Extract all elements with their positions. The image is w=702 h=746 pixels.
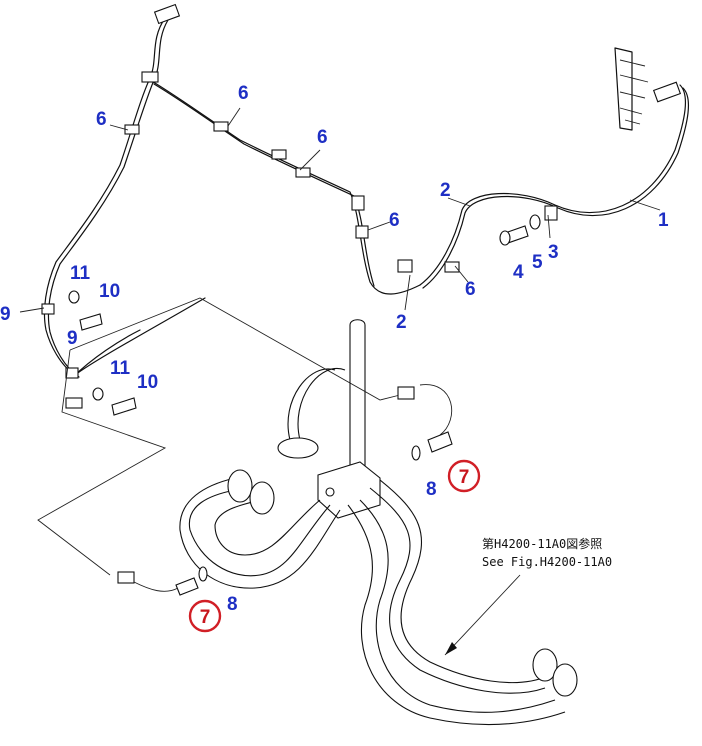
callout-7: 7: [459, 467, 470, 488]
callout-4: 4: [513, 262, 524, 283]
callout-6: 6: [238, 83, 249, 104]
callout-10: 10: [99, 281, 120, 302]
highlight-ring: [188, 599, 222, 633]
callout-10: 10: [137, 372, 158, 393]
callout-labels: 1 2 2 3 4 5 6 6 6 6 6 9 9 10 10 11 11 8 …: [0, 83, 669, 615]
highlighted-callouts: 7 7: [188, 459, 481, 633]
reference-note: 第H4200-11A0図参照 See Fig.H4200-11A0: [482, 536, 612, 569]
reference-outline: [37, 297, 453, 592]
callout-6: 6: [96, 109, 107, 130]
bracket: [614, 47, 682, 131]
callout-1: 1: [658, 210, 669, 231]
pressure-sensors: [175, 431, 453, 596]
callout-6: 6: [465, 279, 476, 300]
callout-2: 2: [396, 312, 407, 333]
callout-2: 2: [440, 180, 451, 201]
callout-3: 3: [548, 242, 559, 263]
callout-5: 5: [532, 252, 543, 273]
callout-11: 11: [70, 263, 91, 284]
callout-9: 9: [0, 304, 11, 325]
bolt-washer: [499, 214, 541, 246]
highlight-ring: [447, 459, 481, 493]
callout-8: 8: [426, 479, 437, 500]
callout-6: 6: [317, 127, 328, 148]
callout-6: 6: [389, 210, 400, 231]
reference-note-japanese: 第H4200-11A0図参照: [482, 536, 602, 551]
hydraulic-piping: [179, 319, 578, 726]
callout-8: 8: [227, 594, 238, 615]
reference-leader: [444, 574, 521, 656]
callout-9: 9: [67, 328, 78, 349]
callout-11: 11: [110, 358, 131, 379]
callout-7: 7: [200, 607, 211, 628]
callout-leaders: [19, 107, 661, 313]
reference-arrowhead: [445, 642, 457, 655]
left-bolts: [68, 290, 137, 416]
reference-note-english: See Fig.H4200-11A0: [482, 555, 612, 569]
